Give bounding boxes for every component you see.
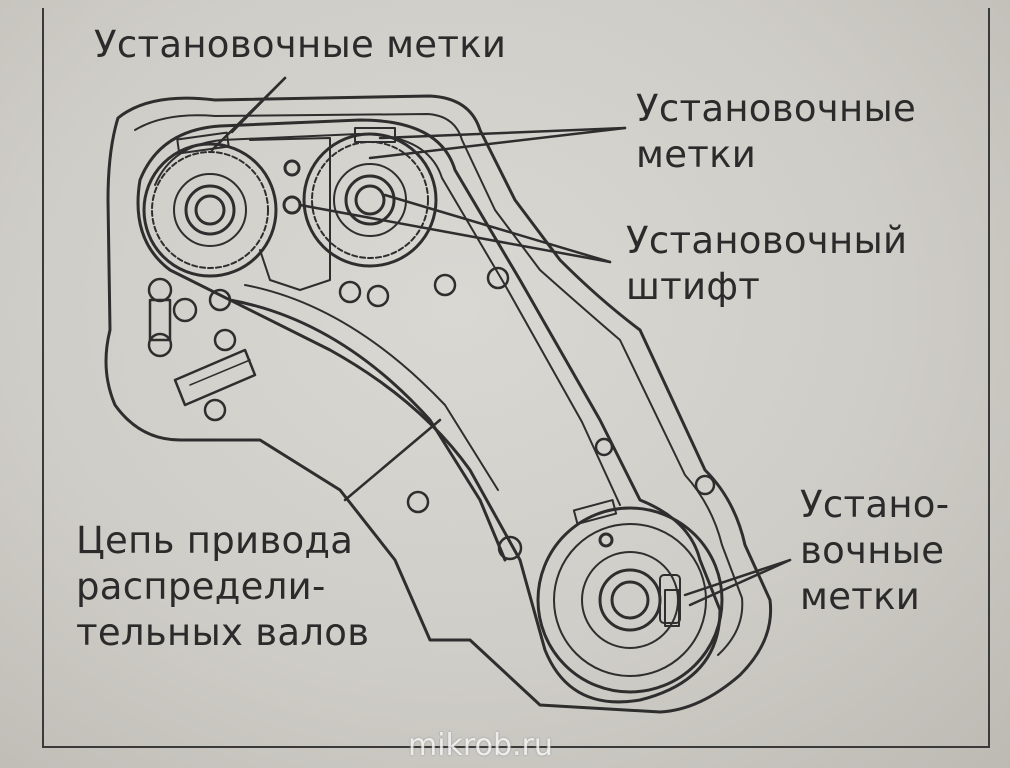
figure-frame [42, 8, 990, 748]
timing-chain-inner [154, 133, 621, 506]
label-timing-marks-top-left: Установочные метки [94, 22, 506, 68]
crankshaft-sprocket [536, 506, 724, 694]
bolt-hole [283, 159, 301, 177]
label-line: Установочный [626, 219, 908, 262]
timing-chain-outer [136, 118, 722, 704]
chain-guide [228, 298, 507, 562]
label-camshaft-chain: Цепь привода распредели- тельных валов [76, 518, 369, 656]
label-line: тельных валов [76, 611, 370, 654]
timing-marks [176, 127, 680, 627]
label-line: штифт [626, 265, 761, 308]
chain-guide-inner [244, 284, 499, 491]
cam-housing [249, 137, 331, 291]
label-line: метки [800, 575, 921, 618]
label-line: Устано- [800, 483, 950, 526]
engine-cover-outline [104, 94, 773, 714]
label-line: Цепь привода [76, 519, 354, 562]
leader-lines [210, 76, 792, 607]
label-line: метки [636, 133, 757, 176]
label-timing-marks-bottom-right: Устано- вочные метки [800, 482, 949, 620]
watermark: mikrob.ru [408, 728, 553, 763]
label-timing-marks-top-right: Установочные метки [636, 86, 916, 178]
engine-cover-inner [134, 113, 744, 656]
label-line: распредели- [76, 565, 326, 608]
guide-bolts [338, 266, 716, 561]
label-line: вочные [800, 529, 945, 572]
locating-pin [282, 195, 302, 215]
left-camshaft-sprocket [142, 142, 278, 278]
label-line: Установочные [636, 87, 917, 130]
label-line: Установочные метки [94, 23, 507, 66]
label-locating-pin: Установочный штифт [626, 218, 907, 310]
tensioner-assembly [147, 277, 257, 422]
